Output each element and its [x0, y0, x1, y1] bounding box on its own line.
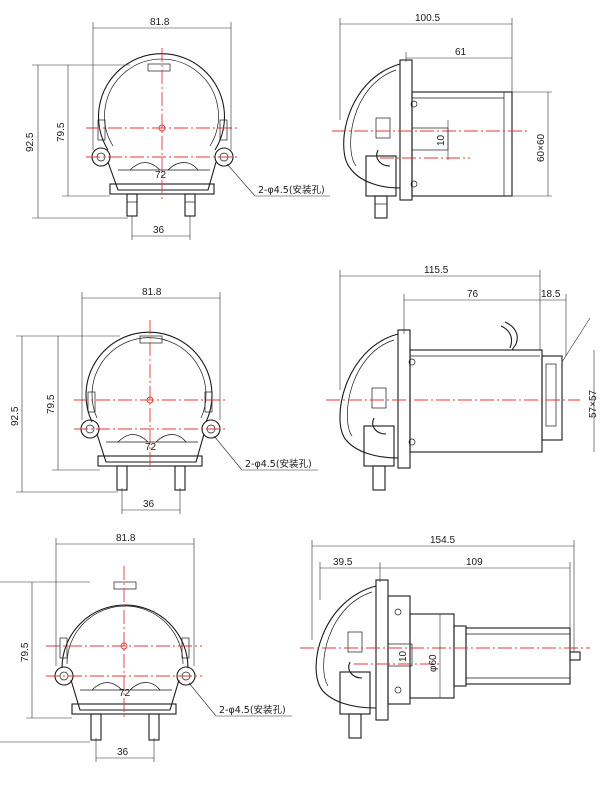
dim-hole-span: 72 [155, 170, 167, 181]
dim-ports: 36 [117, 747, 129, 758]
dim-motor-length: 109 [466, 557, 483, 568]
dim-hole-span: 72 [145, 442, 157, 453]
front-view-1: 81.8 92.5 79.5 72 36 2-φ4.5(安装孔) [25, 17, 330, 240]
dim-ports: 36 [143, 499, 155, 510]
dim-height-total: 92.5 [25, 132, 36, 152]
dim-width: 81.8 [150, 17, 170, 28]
dim-shaft: 10 [436, 134, 447, 146]
side-view-3: 154.5 39.5 109 10 φ60 [300, 535, 590, 739]
dim-motor-length: 61 [455, 47, 467, 58]
dim-motor-length: 76 [467, 289, 479, 300]
front-view-3: 81.8 79.5 72 36 2-φ4.5(安装孔) [0, 533, 292, 762]
dim-tail-length: 18.5 [541, 289, 561, 300]
dim-width: 81.8 [116, 533, 136, 544]
dim-shaft: 10 [398, 650, 409, 662]
dim-motor-size: 60×60 [536, 133, 547, 162]
side-view-1: 100.5 61 10 60×60 [332, 13, 552, 219]
dim-motor-size: 57×57 [588, 389, 599, 418]
dim-length-total: 115.5 [424, 265, 449, 276]
dim-height-total: 92.5 [10, 406, 21, 426]
side-view-2: 115.5 76 18.5 57×57 [326, 265, 599, 491]
front-view-2: 81.8 92.5 79.5 72 36 2-φ4.5(安装孔) [10, 287, 318, 514]
dim-width: 81.8 [142, 287, 162, 298]
dim-height-center: 79.5 [56, 122, 67, 142]
dim-length-total: 154.5 [430, 535, 455, 546]
dim-height-center: 79.5 [46, 394, 57, 414]
dim-hole-span: 72 [119, 688, 131, 699]
dim-motor-dia: φ60 [428, 654, 439, 672]
dim-length-total: 100.5 [415, 13, 440, 24]
dim-height-center: 79.5 [20, 642, 31, 662]
hole-note: 2-φ4.5(安装孔) [258, 184, 325, 196]
dim-ports: 36 [153, 225, 165, 236]
hole-note: 2-φ4.5(安装孔) [219, 704, 286, 716]
dim-head-length: 39.5 [333, 557, 353, 568]
hole-note: 2-φ4.5(安装孔) [245, 458, 312, 470]
